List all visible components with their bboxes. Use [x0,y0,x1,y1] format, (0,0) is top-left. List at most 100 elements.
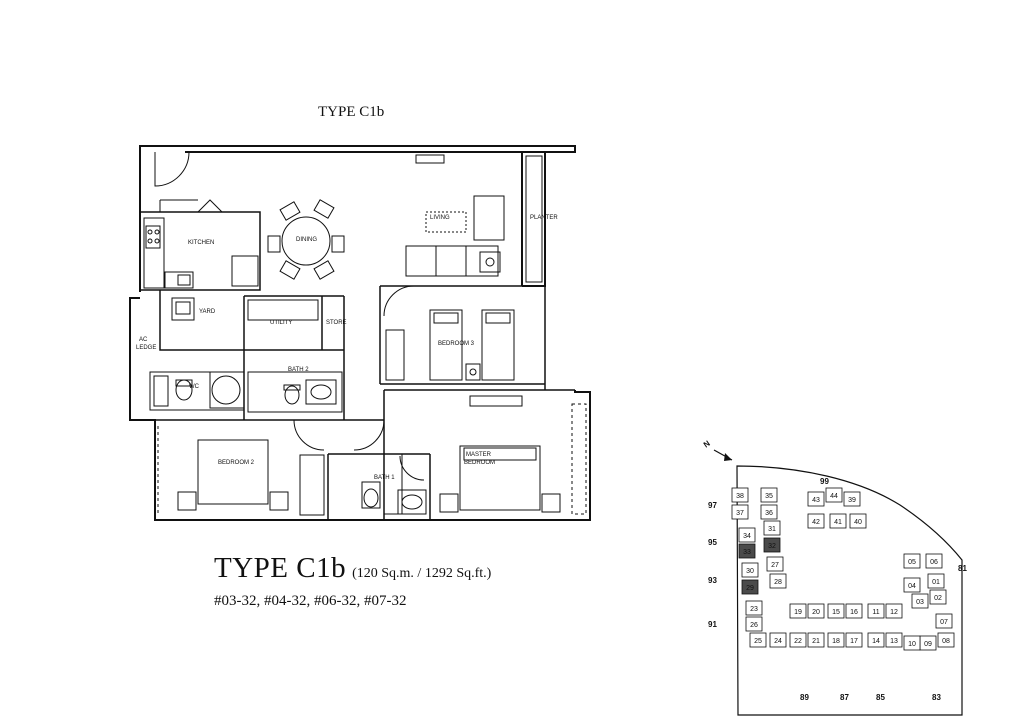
site-block-outline [885,632,903,648]
site-block-label: 12 [890,609,898,616]
site-block-label: 18 [832,638,840,645]
label-bath2: BATH 2 [288,367,309,373]
site-block-outline [927,573,945,589]
site-block-12: 12 [885,603,903,619]
site-block-label: 19 [794,609,802,616]
bedroom2-furniture [157,419,385,516]
label-utility: UTILITY [270,320,292,326]
site-block-17: 17 [845,632,863,648]
site-block-label: 36 [765,510,773,517]
site-boundary [736,465,963,716]
site-block-label: 01 [932,579,940,586]
site-block-outline [807,603,825,619]
site-block-outline [827,632,845,648]
site-block-label: 31 [768,526,776,533]
unit-type-title: TYPE C1b(120 Sq.m. / 1292 Sq.ft.) [214,552,491,585]
site-block-outline [935,613,953,629]
site-block-outline [825,487,843,503]
label-dining: DINING [296,237,317,243]
site-block-30: 30 [741,562,759,578]
site-block-label: 35 [765,493,773,500]
site-block-label: 16 [850,609,858,616]
site-block-40: 40 [849,513,867,529]
site-block-outline [929,589,947,605]
site-block-07: 07 [935,613,953,629]
road-87: 87 [840,693,849,702]
site-block-outline [937,632,955,648]
site-block-label: 28 [774,579,782,586]
site-block-15: 15 [827,603,845,619]
site-block-outline [843,491,861,507]
master-bedroom-furniture [383,395,587,515]
site-block-44: 44 [825,487,843,503]
site-block-outline [867,603,885,619]
site-block-34: 34 [738,527,756,543]
site-block-37: 37 [731,504,749,520]
site-block-23: 23 [745,600,763,616]
site-block-label: 37 [736,510,744,517]
label-wc: WC [189,384,200,390]
site-block-outline [849,513,867,529]
road-89: 89 [800,693,809,702]
site-block-25: 25 [749,632,767,648]
site-block-outline [903,577,921,593]
site-block-label: 32 [768,543,776,550]
unit-area: (120 Sq.m. / 1292 Sq.ft.) [352,566,492,581]
label-ac-ledge-2: LEDGE [136,345,156,351]
site-block-outline [745,616,763,632]
site-block-label: 14 [872,638,880,645]
top-title: TYPE C1b [318,104,385,120]
site-block-label: 07 [940,619,948,626]
interior-walls [155,285,575,520]
site-block-outline [807,632,825,648]
site-block-label: 34 [743,533,751,540]
site-block-outline [731,487,749,503]
bedroom3-furniture [383,285,515,381]
site-block-24: 24 [769,632,787,648]
site-block-outline [766,556,784,572]
site-block-outline [760,504,778,520]
site-block-38: 38 [731,487,749,503]
site-block-label: 20 [812,609,820,616]
site-block-42: 42 [807,513,825,529]
kitchen-area [140,199,261,291]
site-block-26: 26 [745,616,763,632]
site-block-16: 16 [845,603,863,619]
site-block-label: 42 [812,519,820,526]
site-block-label: 29 [746,585,754,592]
floor-plan [129,145,591,521]
label-kitchen: KITCHEN [188,240,214,246]
site-block-04: 04 [903,577,921,593]
site-block-01: 01 [927,573,945,589]
site-block-outline [807,491,825,507]
site-block-outline [807,513,825,529]
road-83: 83 [932,693,941,702]
site-block-14: 14 [867,632,885,648]
road-91: 91 [708,620,717,629]
outer-walls [129,145,591,521]
site-block-label: 43 [812,497,820,504]
site-block-label: 06 [930,559,938,566]
label-ac-ledge-1: AC [139,337,148,343]
site-block-outline [745,600,763,616]
site-block-label: 26 [750,622,758,629]
site-block-label: 44 [830,493,838,500]
label-planter: PLANTER [530,215,558,221]
site-block-outline [731,504,749,520]
site-block-outline [911,593,929,609]
site-block-outline [903,553,921,569]
label-master-1: MASTER [466,452,492,458]
site-block-outline [741,579,759,595]
dining-area [267,199,345,280]
site-block-29: 29 [741,579,759,595]
site-block-label: 13 [890,638,898,645]
site-block-outline [867,632,885,648]
site-block-13: 13 [885,632,903,648]
label-bath1: BATH 1 [374,475,395,481]
site-block-35: 35 [760,487,778,503]
site-block-outline [769,573,787,589]
site-block-outline [845,632,863,648]
bath1-fixtures [361,455,427,515]
